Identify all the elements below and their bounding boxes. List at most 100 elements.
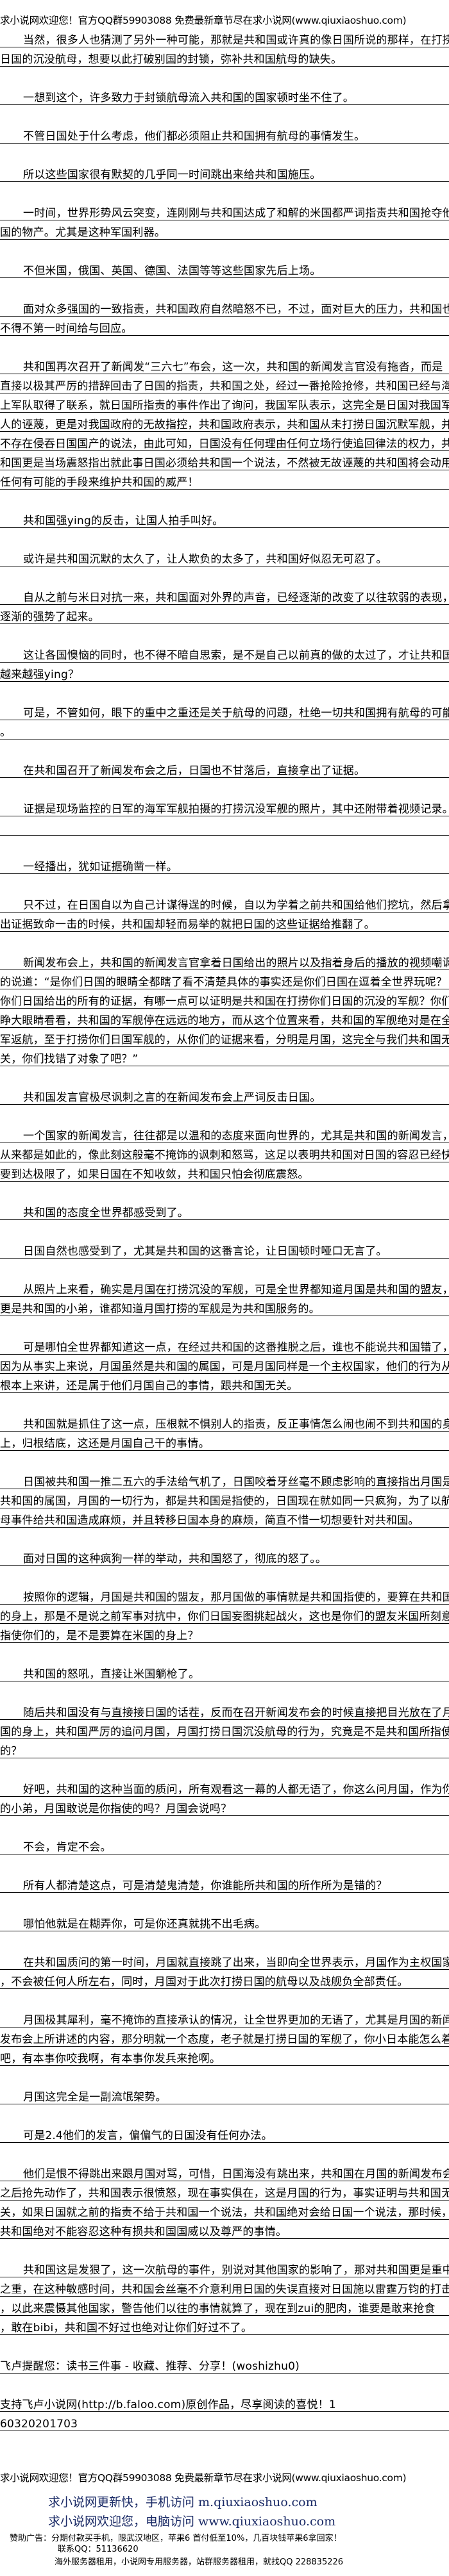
text-line: 60320201703	[0, 2412, 449, 2431]
text-line: 军返航，至于打捞你们日国军舰的，从你们的证据来看，分明是月国，这完全与我们共和国…	[0, 1028, 449, 1047]
text-line: 好吧，共和国的这种当面的质问，所有观看这一幕的人都无语了，你这么问月国，作为你	[0, 1778, 449, 1797]
text-line: 国的物产。尤其是这种军国利器。	[0, 220, 449, 240]
text-line: 的小弟，月国敢说是你指使的吗？月国会说吗？	[0, 1797, 449, 1816]
paragraph: 飞卢提醒您：读书三件事 - 收藏、推荐、分享！(woshizhu0)	[0, 2354, 449, 2374]
paragraph: 所以这些国家很有默契的几乎同一时间跳出来给共和国施压。	[0, 163, 449, 182]
paragraph: 哪怕他就是在糊弄你，可是你还真就挑不出毛病。	[0, 1912, 449, 1931]
paragraph: 共和国的态度全世界都感受到了。	[0, 1201, 449, 1220]
text-line: 发布会上所讲述的内容，那分明就一个态度，老子就是打捞日国的军舰了，你小日本能怎么…	[0, 2027, 449, 2047]
paragraph: 一经播出，犹如证据确凿一样。	[0, 855, 449, 874]
text-line: 从来都是如此的，像此刻这般毫不掩饰的讽刺和怒骂，这足以表明共和国对日国的容忍已经…	[0, 1143, 449, 1162]
text-line: 直接以极其严厉的措辞回击了日国的指责，共和国之处，经过一番抢险抢修，共和国已经与…	[0, 374, 449, 393]
paragraph: 支持飞卢小说网(http://b.faloo.com)原创作品，尽享阅读的喜悦！…	[0, 2393, 449, 2431]
text-line: 日国的沉没航母，想要以此打破别国的封锁，弥补共和国航母的缺失。	[0, 47, 449, 67]
text-line: 国的身上，共和国严厉的追问月国，月国打捞日国沉没航母的行为，究竟是不是共和国所指…	[0, 1720, 449, 1739]
text-line: 人的诬蔑，更是对我国政府的无故指控，共和国政府表示，共和国从未打捞日国沉默军舰，…	[0, 413, 449, 432]
paragraph: 在共和国召开了新闻发布会之后，日国也不甘落后，直接拿出了证据。	[0, 759, 449, 778]
mobile-site-link[interactable]: 求小说网更新快，手机访问 m.qiuxiaoshuo.com	[48, 2495, 318, 2509]
paragraph: 不但米国，俄国、英国、德国、法国等等这些国家先后上场。	[0, 259, 449, 278]
paragraph: 面对众多强国的一致指责，共和国政府自然暗怒不已，不过，面对巨大的压力，共和国也不…	[0, 297, 449, 336]
sponsor-contact: 联系QQ：51136620	[58, 2545, 139, 2554]
text-line: 和国更是当场震怒指出就此事日国必须给共和国一个说法，不然被无故诬蔑的共和国将会动…	[0, 451, 449, 470]
text-line: 任何有可能的手段来维护共和国的威严！	[0, 470, 449, 490]
text-line: 要到达极限了，如果日国在不知收敛，共和国只怕会彻底震怒。	[0, 1162, 449, 1182]
paragraph: 新闻发布会上，共和国的新闻发言官拿着日国给出的照片以及指着身后的播放的视频嘲讽的…	[0, 951, 449, 1066]
text-line: 更是共和国的小弟，谁都知道月国打捞的军舰是为共和国服务的。	[0, 1297, 449, 1316]
text-line: 可是2.4他们的发言，偏偏气的日国没有任何办法。	[0, 2124, 449, 2143]
paragraph: 证据是现场监控的日军的海军军舰拍摄的打捞沉没军舰的照片，其中还附带着视频记录。	[0, 797, 449, 836]
paragraph: 面对日国的这种疯狗一样的举动，共和国怒了，彻底的怒了。。	[0, 1547, 449, 1566]
text-line: 哪怕他就是在糊弄你，可是你还真就挑不出毛病。	[0, 1912, 449, 1931]
paragraph: 不管日国处于什么考虑，他们都必须阻止共和国拥有航母的事情发生。	[0, 124, 449, 144]
paragraph: 日国自然也感受到了，尤其是共和国的这番言论，让日国顿时哑口无言了。	[0, 1239, 449, 1259]
text-line: 飞卢提醒您：读书三件事 - 收藏、推荐、分享！(woshizhu0)	[0, 2354, 449, 2374]
site-welcome-banner: 求小说网欢迎您！官方QQ群59903088 免费最新章节尽在求小说网(www.q…	[0, 15, 407, 26]
text-line: 的身上，那是不是说之前军事对抗中，你们日国妄图挑起战火，这也是你们的盟友米国所刻…	[0, 1605, 449, 1624]
text-line: 共和国这是发狠了，这一次航母的事件，别说对其他国家的影响了，那对共和国更是重中	[0, 2258, 449, 2277]
text-line: 在共和国质问的第一时间，月国就直接跳了出来，当即向全世界表示，月国作为主权国家	[0, 1951, 449, 1970]
text-line: 所以这些国家很有默契的几乎同一时间跳出来给共和国施压。	[0, 163, 449, 182]
text-line: 新闻发布会上，共和国的新闻发言官拿着日国给出的照片以及指着身后的播放的视频嘲讽	[0, 951, 449, 970]
paragraph: 一想到这个，许多致力于封锁航母流入共和国的国家顿时坐不住了。	[0, 86, 449, 105]
text-line: 在共和国召开了新闻发布会之后，日国也不甘落后，直接拿出了证据。	[0, 759, 449, 778]
paragraph: 不会，肯定不会。	[0, 1835, 449, 1854]
text-line: 一经播出，犹如证据确凿一样。	[0, 855, 449, 874]
paragraph: 可是哪怕全世界都知道这一点，在经过共和国的这番推脱之后，谁也不能说共和国错了，因…	[0, 1335, 449, 1393]
text-line: 共和国的属国，月国的一切行为，都是共和国是指使的，日国现在就如同一只疯狗，为了以…	[0, 1489, 449, 1508]
footer-welcome-banner: 求小说网欢迎您！官方QQ群59903088 免费最新章节尽在求小说网(www.q…	[0, 2472, 407, 2484]
text-line: 一个国家的新闻发言，往往都是以温和的态度来面向世界的，尤其是共和国的新闻发言，	[0, 1124, 449, 1143]
chapter-content: 当然，很多人也猜测了另外一种可能，那就是共和国或许真的像日国所说的那样，在打捞日…	[0, 28, 449, 2431]
text-line: 共和国的态度全世界都感受到了。	[0, 1201, 449, 1220]
text-line: 上军队取得了联系，就日国所指责的事件作出了询问，我国军队表示，这完全是日国对我国…	[0, 393, 449, 413]
desktop-site-link[interactable]: 求小说网欢迎您，电脑访问 www.qiuxiaoshuo.com	[48, 2514, 336, 2529]
text-line: 月国极其犀利，毫不掩饰的直接承认的情况，让全世界更加的无语了，尤其是月国的新闻	[0, 2008, 449, 2027]
text-line: 面对日国的这种疯狗一样的举动，共和国怒了，彻底的怒了。。	[0, 1547, 449, 1566]
text-line: 可是，不管如何，眼下的重中之重还是关于航母的问题，杜绝一切共和国拥有航母的可能	[0, 701, 449, 720]
paragraph: 日国被共和国一推二五六的手法给气机了，日国咬着牙丝毫不顾虑影响的直接指出月国是共…	[0, 1470, 449, 1528]
text-line: 关，你们找错了对象了吧？”	[0, 1047, 449, 1066]
text-line: 共和国就是抓住了这一点，压根就不惧别人的指责，反正事情怎么闹也闹不到共和国的身	[0, 1412, 449, 1432]
text-line: 一想到这个，许多致力于封锁航母流入共和国的国家顿时坐不住了。	[0, 86, 449, 105]
text-line: 证据是现场监控的日军的海军军舰拍摄的打捞沉没军舰的照片，其中还附带着视频记录。	[0, 797, 449, 816]
text-line: 出证据致命一击的时候，共和国却轻而易举的就把日国的这些证据给推翻了。	[0, 912, 449, 932]
text-line: 不得不第一时间给与回应。	[0, 317, 449, 336]
paragraph: 在共和国质问的第一时间，月国就直接跳了出来，当即向全世界表示，月国作为主权国家，…	[0, 1951, 449, 1989]
paragraph: 共和国就是抓住了这一点，压根就不惧别人的指责，反正事情怎么闹也闹不到共和国的身上…	[0, 1412, 449, 1451]
text-line: 关，如果日国就之前的指责不给于共和国一个说法，共和国绝对会给日国一个说法，那时候…	[0, 2200, 449, 2220]
text-line: 他们是恨不得跳出来跟月国对骂，可惜，日国海没有跳出来，共和国在月国的新闻发布会	[0, 2162, 449, 2181]
paragraph: 只不过，在日国自以为自己计谋得逞的时候，自以为学着之前共和国给他们挖坑，然后拿出…	[0, 893, 449, 932]
text-line: 所有人都清楚这点，可是清楚鬼清楚，你谁能所共和国的所作所为是错的？	[0, 1874, 449, 1893]
text-line: 共和国再次召开了新闻发“三六七”布会，这一次，共和国的新闻发言官没有拖沓，而是	[0, 355, 449, 374]
text-line: 逐渐的强势了起来。	[0, 605, 449, 624]
text-line: 母事件给共和国造成麻烦，并且转移日国本身的麻烦，简直不惜一切想要针对共和国。	[0, 1508, 449, 1528]
text-line: 的说道：“是你们日国的眼睛全都瞎了看不清楚具体的事实还是你们日国在逗着全世界玩呢…	[0, 970, 449, 989]
text-line: 指使你们的，是不是要算在米国的身上？	[0, 1624, 449, 1643]
paragraph: 可是，不管如何，眼下的重中之重还是关于航母的问题，杜绝一切共和国拥有航母的可能。	[0, 701, 449, 739]
paragraph: 所有人都清楚这点，可是清楚鬼清楚，你谁能所共和国的所作所为是错的？	[0, 1874, 449, 1893]
paragraph: 按照你的逻辑，月国是共和国的盟友，那月国做的事情就是共和国指使的，要算在共和国的…	[0, 1585, 449, 1643]
paragraph: 或许是共和国沉默的太久了，让人欺负的太多了，共和国好似忍无可忍了。	[0, 547, 449, 566]
text-line: 随后共和国没有与直接接日国的话茬，反而在召开新闻发布会的时候直接把目光放在了月	[0, 1701, 449, 1720]
text-line: 共和国的怒吼，直接让米国躺枪了。	[0, 1662, 449, 1681]
sponsor-ad[interactable]: 赞助广告：分期付款买手机，限武汉地区，苹果6 首付低至10%，几百块钱苹果6拿回…	[10, 2534, 342, 2543]
text-line: ，敢在bibi，共和国不好过也绝对让你们好过不了。	[0, 2316, 449, 2335]
text-line: 当然，很多人也猜测了另外一种可能，那就是共和国或许真的像日国所说的那样，在打捞	[0, 28, 449, 47]
paragraph: 这让各国懊恼的同时，也不得不暗自思索，是不是自己以前真的做的太过了，才让共和国越…	[0, 643, 449, 682]
text-line: 共和国发言官极尽讽刺之言的在新闻发布会上严词反击日国。	[0, 1086, 449, 1105]
paragraph: 从照片上来看，确实是月国在打捞沉没的军舰，可是全世界都知道月国是共和国的盟友，更…	[0, 1278, 449, 1316]
text-line: 从照片上来看，确实是月国在打捞沉没的军舰，可是全世界都知道月国是共和国的盟友，	[0, 1278, 449, 1297]
text-line: 一时间，世界形势风云突变，连刚刚与共和国达成了和解的米国都严词指责共和国抢夺他	[0, 201, 449, 220]
paragraph: 月国极其犀利，毫不掩饰的直接承认的情况，让全世界更加的无语了，尤其是月国的新闻发…	[0, 2008, 449, 2066]
text-line: 越来越强ying？	[0, 663, 449, 682]
text-line: 这让各国懊恼的同时，也不得不暗自思索，是不是自己以前真的做的太过了，才让共和国	[0, 643, 449, 663]
paragraph: 共和国这是发狠了，这一次航母的事件，别说对其他国家的影响了，那对共和国更是重中之…	[0, 2258, 449, 2335]
text-line: 不会，肯定不会。	[0, 1835, 449, 1854]
server-ad[interactable]: 海外服务器租用，小说网专用服务器，站群服务器租用，就找QQ 228835226	[55, 2557, 344, 2567]
paragraph: 共和国强ying的反击，让国人拍手叫好。	[0, 509, 449, 528]
text-line: 自从之前与米日对抗一来，共和国面对外界的声音，已经逐渐的改变了以往软弱的表现，	[0, 586, 449, 605]
text-line: 。	[0, 720, 449, 739]
text-line: 支持飞卢小说网(http://b.faloo.com)原创作品，尽享阅读的喜悦！…	[0, 2393, 449, 2412]
text-line: 睁大眼睛看看，共和国的军舰停在远远的地方，而从这个位置来看，共和国的军舰绝对是在…	[0, 1009, 449, 1028]
text-line: 之后抢先动作了，共和国表示很愤怒，现在事实俱在，这是月国的行为，事实证明与共和国…	[0, 2181, 449, 2200]
text-line: 吧，有本事你咬我啊，有本事你发兵来抢啊。	[0, 2047, 449, 2066]
